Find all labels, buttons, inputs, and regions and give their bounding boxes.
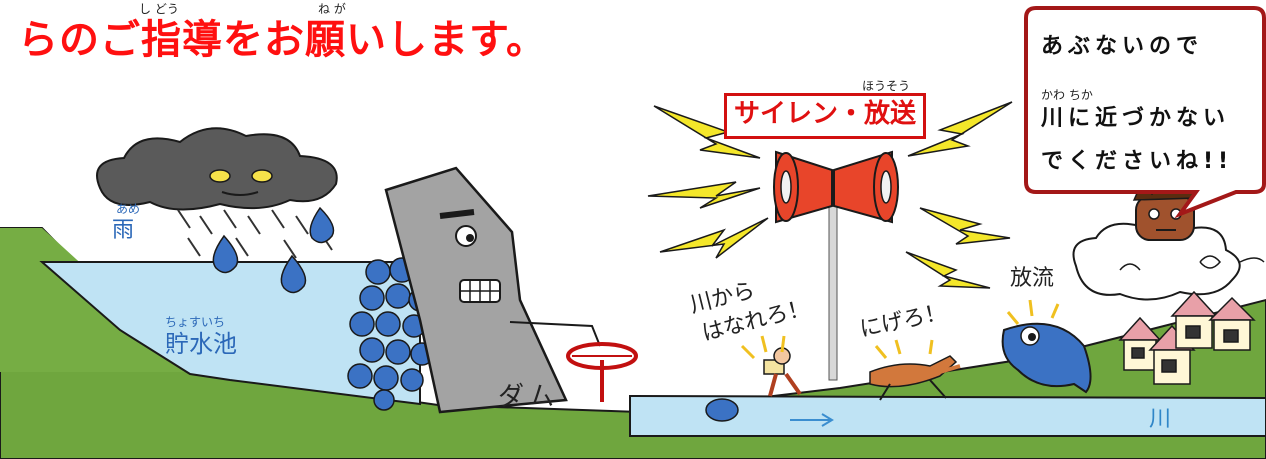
raindrop-icon bbox=[212, 206, 335, 294]
river-flow-arrow bbox=[790, 413, 834, 427]
fleeing-person-icon bbox=[763, 347, 802, 397]
speech-line-3: でくださいね!! bbox=[1041, 149, 1234, 174]
rain-streaks bbox=[177, 209, 333, 259]
discharge-label: 放流 bbox=[1010, 266, 1055, 291]
rain-ruby: あめ bbox=[116, 202, 141, 216]
reservoir-label: 貯水池 bbox=[165, 330, 237, 358]
river-label: 川 bbox=[1149, 407, 1172, 432]
river-water bbox=[629, 394, 1266, 437]
deer-icon bbox=[869, 355, 961, 401]
reservoir-ruby: ちょすいち bbox=[165, 315, 226, 329]
storm-cloud-icon bbox=[96, 127, 338, 211]
siren-megaphone-icon bbox=[773, 150, 899, 381]
siren-label-ruby: ほうそう bbox=[862, 79, 911, 93]
headline-ruby-nega: ね が bbox=[318, 2, 346, 16]
lightning-icon bbox=[647, 101, 1013, 289]
dam-character-icon bbox=[384, 166, 601, 414]
valve-wheel-icon bbox=[566, 342, 638, 402]
alert-marks bbox=[740, 299, 1060, 360]
speech-line-1: あぶないので bbox=[1041, 34, 1204, 59]
rain-label: 雨 bbox=[112, 218, 135, 243]
siren-label: サイレン・放送 bbox=[734, 99, 917, 129]
headline-text: らのご指導をお願いします。 bbox=[18, 17, 547, 63]
mascot-on-cloud-icon bbox=[1072, 176, 1265, 301]
river-drop-icon bbox=[705, 398, 739, 422]
speech-ruby: かわ ちか bbox=[1041, 88, 1093, 102]
dam-label: ダム bbox=[498, 382, 559, 412]
speech-line-2: 川に近づかない bbox=[1041, 106, 1231, 131]
siren-label-box bbox=[724, 93, 926, 139]
fish-icon bbox=[1001, 322, 1092, 394]
house-icon bbox=[1118, 290, 1256, 385]
headline-ruby-shidou: し どう bbox=[139, 2, 179, 16]
speech-bubble-shape bbox=[1024, 6, 1266, 219]
